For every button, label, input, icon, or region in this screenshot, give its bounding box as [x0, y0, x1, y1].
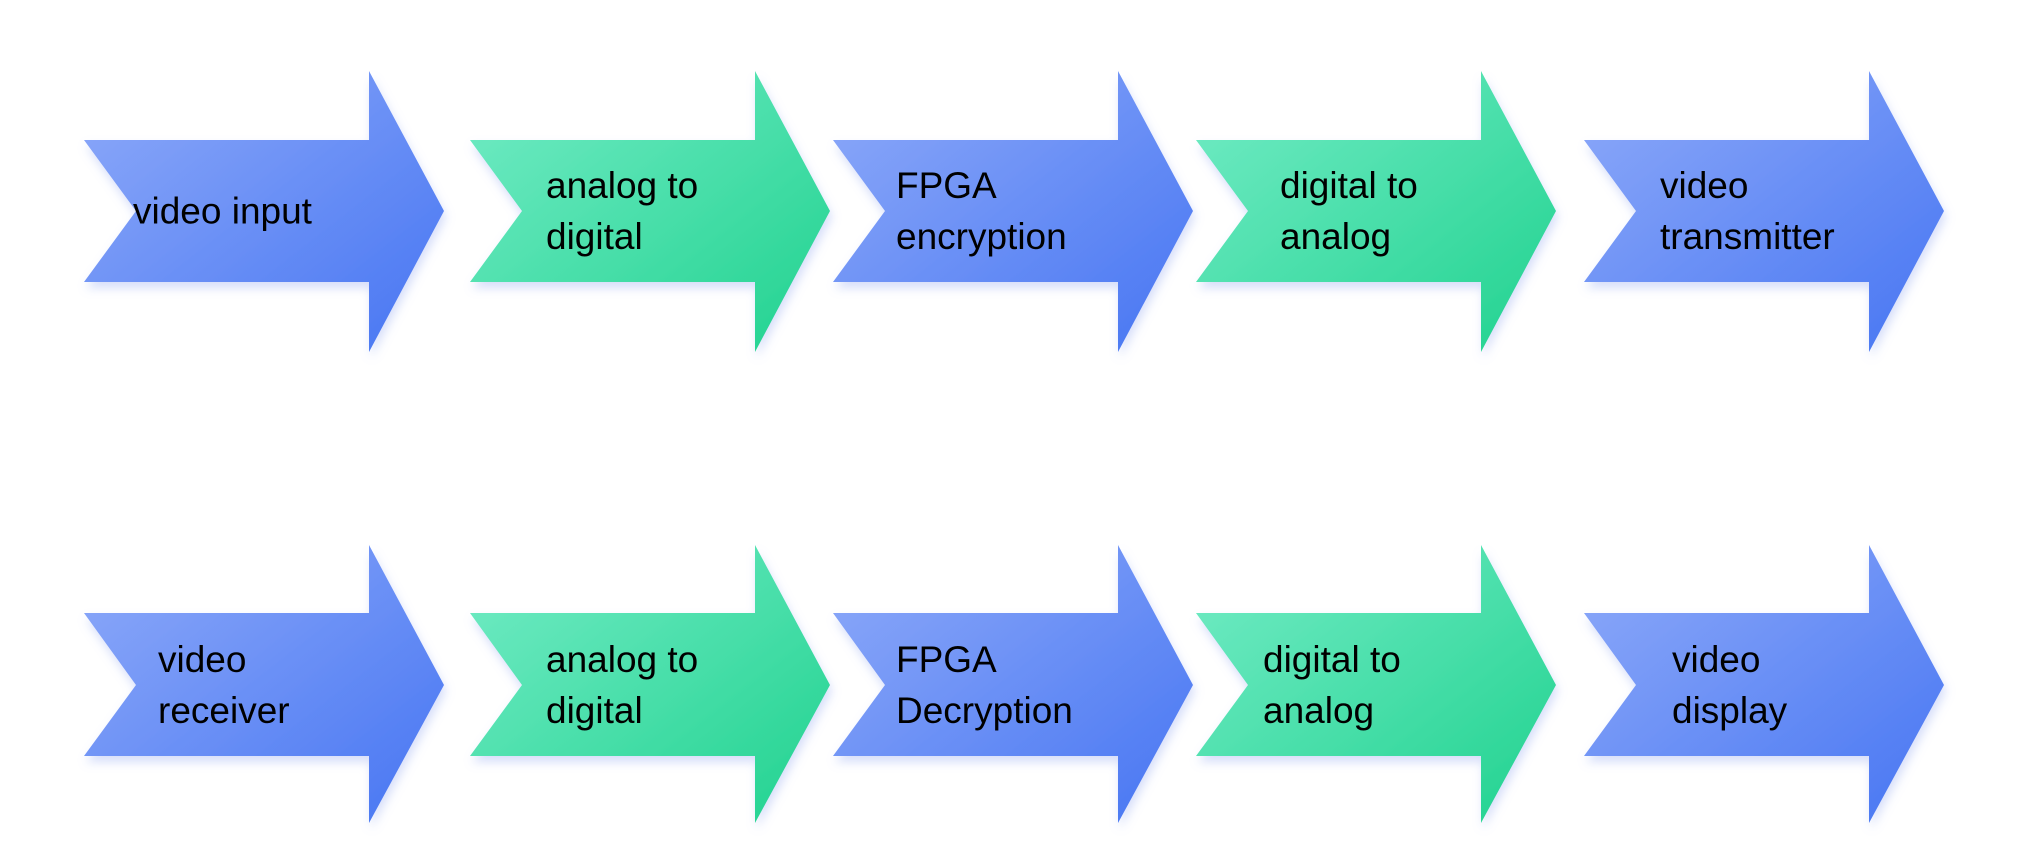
arrow-shape-blue [833, 71, 1193, 352]
arrow-shape-blue [1584, 545, 1944, 823]
arrow-label: video input [133, 190, 312, 232]
arrow-shape-green [1196, 71, 1556, 352]
arrow-shape-green [470, 545, 830, 823]
arrow-shape-blue [84, 545, 444, 823]
arrow-shape-green [1196, 545, 1556, 823]
arrow-shape-blue [84, 71, 444, 352]
arrow-shape-green [470, 71, 830, 352]
arrow-shape-blue [833, 545, 1193, 823]
arrow-shape-blue [1584, 71, 1944, 352]
